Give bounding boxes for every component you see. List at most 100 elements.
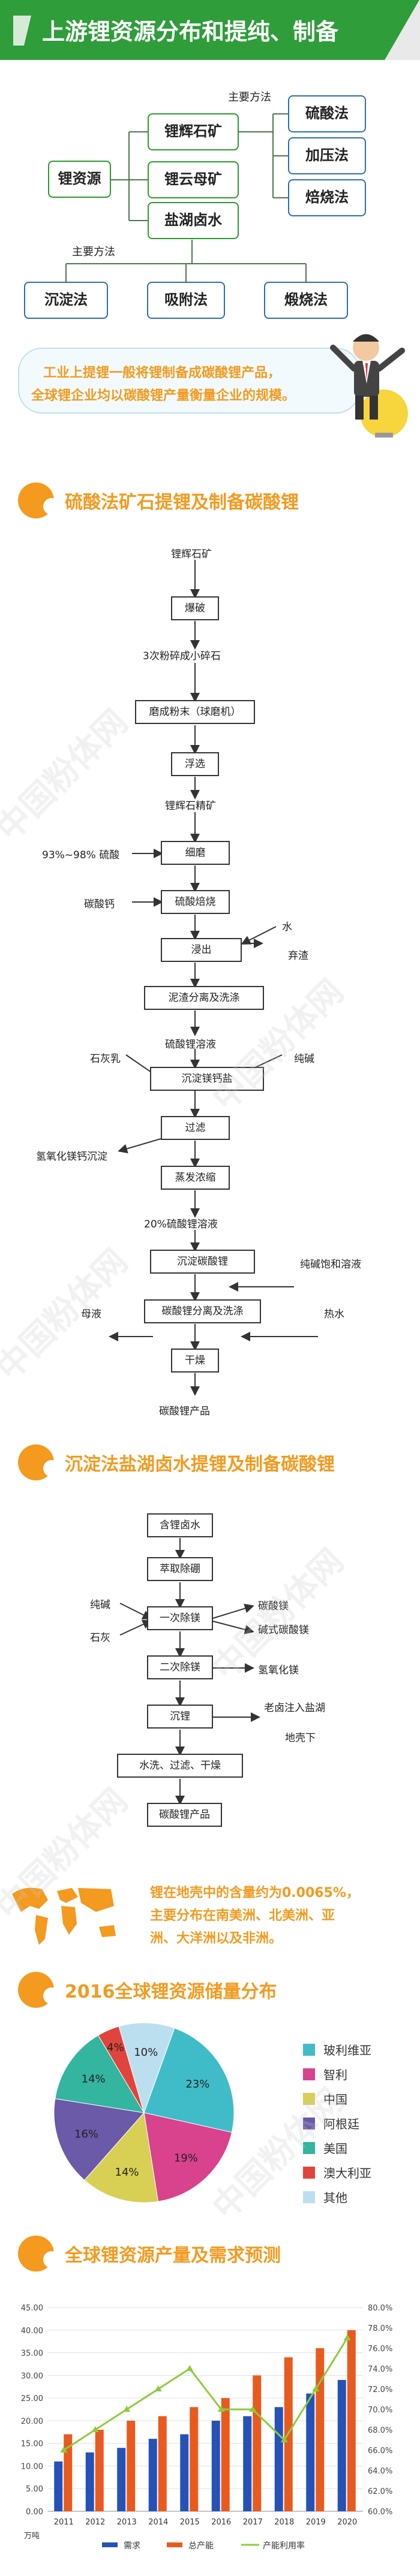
side2-inject2: 地壳下 [285, 1732, 316, 1744]
brine-step-boron: 萃取除硼 [147, 1557, 213, 1581]
x-tick-label: 2013 [117, 2518, 137, 2527]
method-pressure: 加压法 [288, 137, 366, 174]
side-caco3: 碳酸钙 [84, 898, 115, 910]
line-point [343, 2334, 351, 2340]
step-dry: 干燥 [171, 1349, 219, 1373]
y-tick-label: 5.00 [26, 2485, 43, 2494]
line-point [186, 2365, 194, 2371]
pie-legend-item: 澳大利亚 [303, 2164, 371, 2181]
bar-需求 [211, 2420, 220, 2511]
world-map-icon [12, 1887, 116, 1945]
section-bullet-icon [18, 2236, 60, 2272]
bar-总产能 [190, 2407, 199, 2511]
y2-tick-label: 78.0% [368, 2324, 392, 2333]
y2-tick-label: 74.0% [368, 2365, 392, 2374]
pie-legend-swatch [303, 2166, 315, 2179]
step-flotation: 浮选 [171, 752, 219, 776]
x-tick-label: 2017 [243, 2518, 263, 2527]
line-series [63, 2337, 349, 2451]
methods-label-2: 主要方法 [72, 246, 115, 258]
section4-title: 全球锂资源产量及需求预测 [18, 2236, 281, 2272]
unit-label: 万吨 [24, 2532, 40, 2541]
step-li2so4: 硫酸锂溶液 [165, 1039, 216, 1051]
businessman-illustration [324, 324, 414, 438]
brine-step-liprecip: 沉锂 [147, 1705, 213, 1729]
bar-需求 [180, 2434, 189, 2511]
brine-step-mg2: 二次除镁 [147, 1655, 213, 1679]
bar-总产能 [221, 2398, 230, 2511]
bar-需求 [274, 2407, 283, 2511]
pie-chart: 23%19%14%16%14%4%10% [53, 2022, 235, 2203]
pie-legend-swatch [303, 2191, 315, 2203]
line-point [280, 2436, 288, 2442]
legend-swatch [167, 2542, 182, 2547]
pie-legend-label: 玻利维亚 [323, 2043, 371, 2058]
step-li2co3-precip: 沉淀碳酸锂 [150, 1250, 255, 1274]
y-tick-label: 15.00 [21, 2440, 43, 2449]
root-box: 锂资源 [48, 161, 111, 198]
section4-title-text: 全球锂资源产量及需求预测 [65, 2245, 281, 2266]
brine-step-input: 含锂卤水 [147, 1513, 213, 1537]
bar-需求 [117, 2448, 126, 2511]
pie-legend-item: 中国 [303, 2090, 371, 2107]
side-hotwater: 热水 [324, 1308, 344, 1320]
step-leach: 浸出 [161, 938, 242, 962]
method-adsorption: 吸附法 [147, 282, 225, 319]
line-point [312, 2385, 320, 2391]
section-bullet-icon [18, 1972, 60, 2008]
bar-需求 [54, 2461, 63, 2511]
pie-slice-3 [53, 2098, 145, 2181]
y2-tick-label: 66.0% [368, 2447, 392, 2456]
section3-title-text: 2016全球锂资源储量分布 [65, 1981, 277, 2002]
y-tick-label: 30.00 [21, 2372, 43, 2381]
note-line-2: 全球锂企业均以碳酸锂产量衡量企业的规模。 [31, 388, 296, 403]
y-tick-label: 20.00 [21, 2417, 43, 2426]
bar-需求 [148, 2439, 157, 2511]
x-tick-label: 2011 [54, 2518, 74, 2527]
step-mgca-precip: 沉淀镁钙盐 [150, 1067, 264, 1091]
side-sodasat: 纯碱饱和溶液 [300, 1259, 361, 1271]
bar-总产能 [95, 2430, 104, 2511]
y-tick-label: 35.00 [21, 2349, 43, 2358]
pie-legend-label: 美国 [323, 2141, 347, 2156]
y2-tick-label: 60.0% [368, 2508, 392, 2517]
pie-slice-label-1: 19% [174, 2152, 198, 2164]
side2-soda: 纯碱 [90, 1599, 110, 1611]
side-soda: 纯碱 [294, 1053, 314, 1065]
side-mother: 母液 [81, 1308, 101, 1320]
pie-slice-4 [55, 2035, 145, 2113]
brine-step-wash: 水洗、过滤、干燥 [117, 1754, 243, 1778]
pie-legend-swatch [303, 2141, 315, 2154]
step-crush: 3次粉碎成小碎石 [143, 650, 221, 662]
pie-slice-1 [143, 2112, 232, 2202]
y-tick-label: 40.00 [21, 2327, 43, 2336]
overview-lines [65, 113, 307, 282]
pie-slice-0 [143, 2028, 235, 2133]
step-evaporate: 蒸发浓缩 [161, 1166, 230, 1190]
section1-title-text: 硫酸法矿石提锂及制备碳酸锂 [65, 492, 299, 513]
pie-slice-6 [118, 2022, 175, 2114]
pie-slice-2 [84, 2112, 159, 2203]
line-point [249, 2406, 257, 2412]
line-point [123, 2406, 131, 2412]
x-tick-label: 2012 [85, 2518, 105, 2527]
method-calcination: 煅烧法 [264, 282, 348, 319]
side2-mgco3: 碳酸镁 [258, 1600, 289, 1612]
pie-slice-label-4: 14% [82, 2073, 106, 2086]
pie-legend-swatch [303, 2043, 315, 2056]
section1-title: 硫酸法矿石提锂及制备碳酸锂 [18, 482, 299, 518]
bar-需求 [306, 2393, 315, 2511]
pie-slice-label-5: 4% [107, 2041, 124, 2054]
step-sludge-sep: 泥渣分离及洗涤 [144, 986, 264, 1010]
step-li2co3-sep: 碳酸锂分离及洗涤 [144, 1299, 261, 1323]
bar-line-chart: 0.005.0010.0015.0020.0025.0030.0035.0040… [21, 2304, 393, 2551]
bar-总产能 [253, 2375, 262, 2511]
y-tick-label: 10.00 [21, 2462, 43, 2471]
pie-legend-label: 澳大利亚 [323, 2166, 371, 2180]
header-title: 上游锂资源分布和提纯、制备 [42, 19, 339, 45]
step-acid-roast: 硫酸焙烧 [161, 890, 230, 914]
method-precipitation: 沉淀法 [24, 282, 108, 319]
y2-tick-label: 62.0% [368, 2487, 392, 2496]
step-filter: 过滤 [161, 1116, 230, 1140]
header-banner: 上游锂资源分布和提纯、制备 [0, 0, 420, 60]
